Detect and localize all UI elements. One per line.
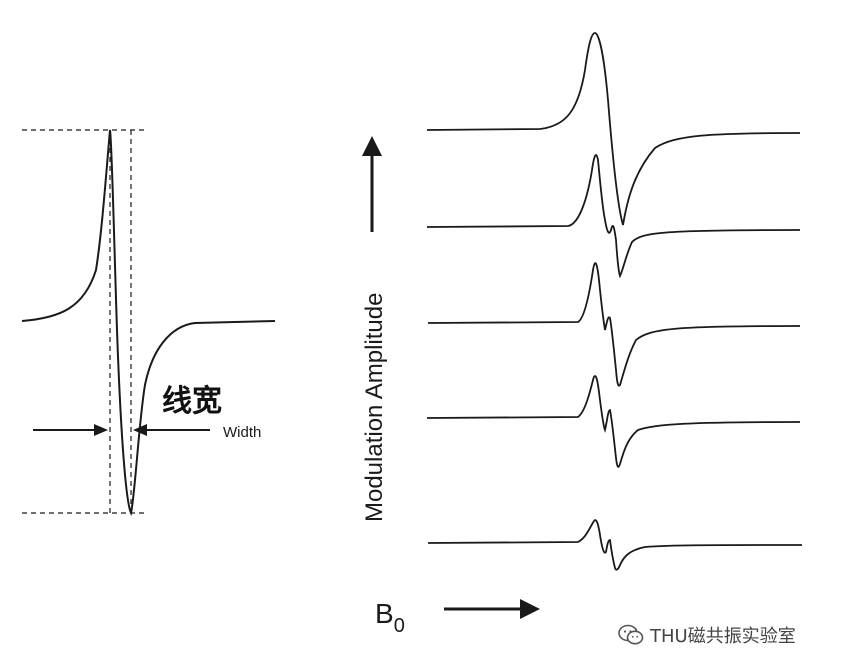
linewidth-label-en: Width	[223, 424, 261, 441]
left-panel: 线宽 Width	[21, 129, 276, 517]
right-arrow	[444, 599, 540, 619]
derivative-line-curve	[21, 129, 276, 517]
trace-bottom	[427, 519, 803, 571]
trace-4	[426, 375, 801, 468]
linewidth-label-cn: 线宽	[162, 384, 222, 419]
trace-2	[426, 154, 801, 279]
width-arrow-right	[133, 424, 210, 436]
watermark: THU磁共振实验室	[618, 622, 796, 648]
up-arrow	[362, 136, 382, 232]
right-panel: Modulation Amplitude B0	[361, 32, 803, 637]
x-axis-label: B0	[375, 598, 405, 637]
y-axis-label: Modulation Amplitude	[361, 293, 388, 522]
x-axis-label-main: B	[375, 598, 394, 629]
x-axis-label-sub: 0	[394, 615, 405, 637]
watermark-text: THU磁共振实验室	[650, 626, 796, 647]
trace-top	[426, 32, 801, 226]
wechat-icon	[618, 624, 644, 645]
width-arrow-left	[33, 424, 108, 436]
trace-3	[427, 262, 801, 387]
